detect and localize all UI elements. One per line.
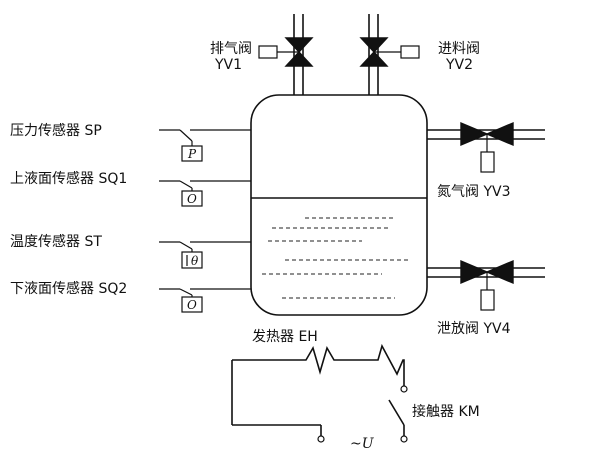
heater-label: 发热器 EH [252, 329, 318, 345]
pressure-sensor-label: 压力传感器 SP [10, 122, 102, 139]
supply-terminal-left [317, 435, 325, 443]
exhaust-valve-label: 排气阀 [210, 41, 252, 57]
feed-valve-code: YV2 [445, 57, 473, 73]
nitrogen-valve-label: 氮气阀 YV3 [437, 184, 511, 200]
liquid-dashes [262, 217, 408, 299]
pressure-sensor [159, 129, 251, 162]
contactor-terminal-top [400, 385, 408, 393]
pressure-gauge-icon [181, 145, 203, 162]
temperature-gauge-symbol: θ [191, 254, 199, 268]
supply-terminal-right [400, 435, 408, 443]
nitrogen-pipe [427, 129, 545, 140]
upper-level-gauge-symbol: O [187, 192, 197, 206]
contactor-label: 接触器 KM [412, 403, 480, 420]
lower-level-gauge-icon [181, 296, 203, 313]
upper-level-gauge-icon [181, 190, 203, 207]
heater-element-icon [232, 343, 405, 386]
feed-valve-icon [359, 37, 420, 67]
lower-level-gauge-symbol: O [187, 298, 197, 312]
temperature-gauge-icon [181, 251, 203, 269]
drain-pipe [427, 267, 545, 278]
nitrogen-valve-icon [460, 121, 514, 173]
exhaust-valve-code: YV1 [214, 57, 242, 73]
heater-circuit [231, 343, 408, 443]
temperature-sensor [159, 241, 251, 269]
lower-level-sensor-label: 下液面传感器 SQ2 [10, 280, 127, 297]
drain-valve-icon [460, 259, 514, 311]
supply-label: ~U [350, 436, 375, 452]
exhaust-valve-icon [258, 37, 314, 67]
upper-level-sensor-label: 上液面传感器 SQ1 [10, 170, 127, 187]
exhaust-pipe [293, 14, 304, 95]
lower-level-sensor [159, 288, 251, 313]
pressure-gauge-symbol: P [187, 147, 197, 161]
contactor-switch-icon [388, 399, 405, 426]
temperature-sensor-label: 温度传感器 ST [10, 233, 102, 250]
drain-valve-label: 泄放阀 YV4 [437, 321, 511, 337]
tank-body [250, 94, 428, 316]
feed-valve-label: 进料阀 [438, 41, 480, 57]
upper-level-sensor [159, 180, 251, 207]
feed-pipe [368, 14, 379, 95]
